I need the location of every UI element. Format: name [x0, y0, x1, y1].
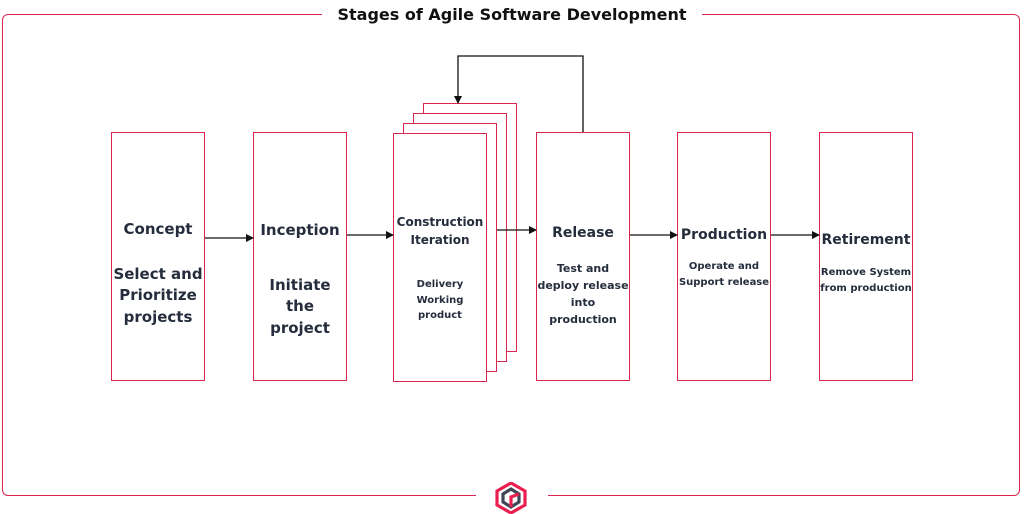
stage-description-construction-iteration: Delivery Working product [416, 279, 464, 321]
diagram-title: Stages of Agile Software Development [322, 3, 702, 27]
stage-description-retirement: Remove System from production [820, 267, 912, 294]
stage-title-concept: Concept [123, 220, 193, 238]
stage-construction-iteration: Construction Iteration Delivery Working … [393, 133, 487, 382]
stage-title-release: Release [552, 225, 614, 241]
stage-release: Release Test and deploy release into pro… [536, 132, 630, 381]
stage-description-release: Test and deploy release into production [537, 262, 629, 327]
stage-retirement: Retirement Remove System from production [819, 132, 913, 381]
stage-production: Production Operate and Support release [677, 132, 771, 381]
brand-logo-icon [495, 482, 527, 514]
stage-title-construction-iteration: Construction Iteration [396, 215, 484, 247]
stage-description-inception: Initiate the project [269, 276, 331, 337]
logo-container [476, 480, 548, 514]
stage-concept: Concept Select and Prioritize projects [111, 132, 205, 381]
stage-title-inception: Inception [260, 221, 340, 239]
stage-description-production: Operate and Support release [678, 261, 770, 288]
stage-title-retirement: Retirement [821, 232, 911, 248]
stage-description-concept: Select and Prioritize projects [113, 265, 203, 326]
stage-title-production: Production [680, 227, 768, 243]
stage-inception: Inception Initiate the project [253, 132, 347, 381]
